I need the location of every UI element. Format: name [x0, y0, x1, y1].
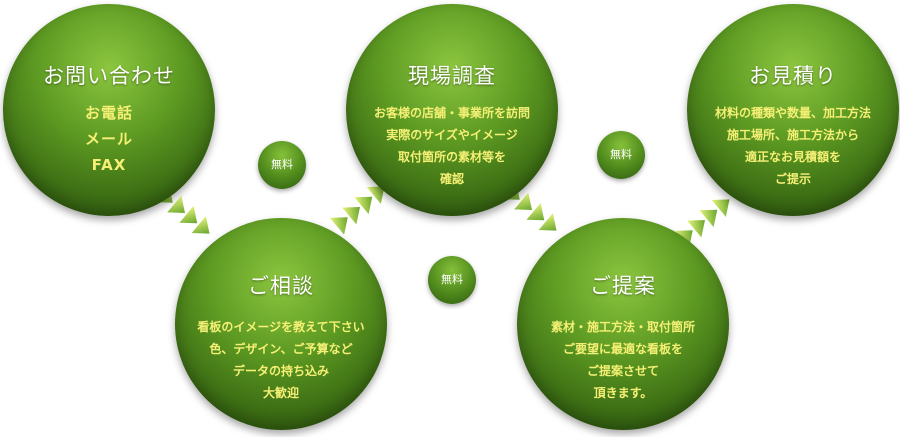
free-badge: 無料: [597, 131, 645, 179]
step-proposal-title: ご提案: [590, 274, 656, 298]
step-site-survey: 現場調査 お客様の店舗・事業所を訪問 実際のサイズやイメージ 取付箇所の素材等を…: [346, 4, 558, 216]
step-proposal-line: 頂きます。: [593, 386, 653, 400]
step-proposal-line: 素材・施工方法・取付箇所: [550, 320, 695, 334]
step-consult-line: データの持ち込み: [232, 364, 329, 378]
step-consult-line: 大歓迎: [262, 386, 299, 400]
arrow-consult-to-survey: [329, 186, 385, 235]
free-badge: 無料: [258, 141, 306, 189]
step-estimate-line: 材料の種類や数量、加工方法: [714, 106, 871, 120]
step-consult-body: 看板のイメージを教えて下さい 色、デザイン、ご予算など データの持ち込み 大歓迎: [175, 316, 387, 404]
step-estimate-line: 施工場所、施工方法から: [726, 128, 859, 142]
step-estimate-line: 適正なお見積額を: [744, 150, 841, 164]
step-site-survey-line: お客様の店舗・事業所を訪問: [373, 106, 530, 120]
free-badge: 無料: [428, 256, 476, 304]
step-consult: ご相談 看板のイメージを教えて下さい 色、デザイン、ご予算など データの持ち込み…: [175, 218, 387, 430]
step-estimate-title: お見積り: [749, 64, 837, 88]
step-estimate-line: ご提示: [774, 172, 811, 186]
step-inquiry-line: メール: [84, 130, 133, 148]
step-proposal-line: ご要望に最適な看板を: [562, 342, 683, 356]
step-inquiry-line: お電話: [84, 104, 133, 122]
step-estimate: お見積り 材料の種類や数量、加工方法 施工場所、施工方法から 適正なお見積額を …: [687, 4, 899, 216]
step-inquiry-body: お電話 メール FAX: [3, 100, 215, 178]
step-site-survey-body: お客様の店舗・事業所を訪問 実際のサイズやイメージ 取付箇所の素材等を 確認: [346, 102, 558, 190]
step-site-survey-title: 現場調査: [408, 64, 496, 88]
step-inquiry-line: FAX: [91, 156, 127, 174]
step-inquiry: お問い合わせ お電話 メール FAX: [3, 4, 215, 216]
step-consult-title: ご相談: [248, 274, 314, 298]
step-inquiry-title: お問い合わせ: [43, 64, 175, 88]
step-site-survey-line: 確認: [439, 172, 464, 186]
step-proposal: ご提案 素材・施工方法・取付箇所 ご要望に最適な看板を ご提案させて 頂きます。: [517, 218, 729, 430]
step-estimate-body: 材料の種類や数量、加工方法 施工場所、施工方法から 適正なお見積額を ご提示: [687, 102, 899, 190]
step-site-survey-line: 取付箇所の素材等を: [397, 150, 506, 164]
step-proposal-body: 素材・施工方法・取付箇所 ご要望に最適な看板を ご提案させて 頂きます。: [517, 316, 729, 404]
step-consult-line: 色、デザイン、ご予算など: [209, 342, 353, 356]
step-proposal-line: ご提案させて: [586, 364, 659, 378]
step-consult-line: 看板のイメージを教えて下さい: [197, 320, 365, 334]
step-site-survey-line: 実際のサイズやイメージ: [386, 128, 518, 142]
